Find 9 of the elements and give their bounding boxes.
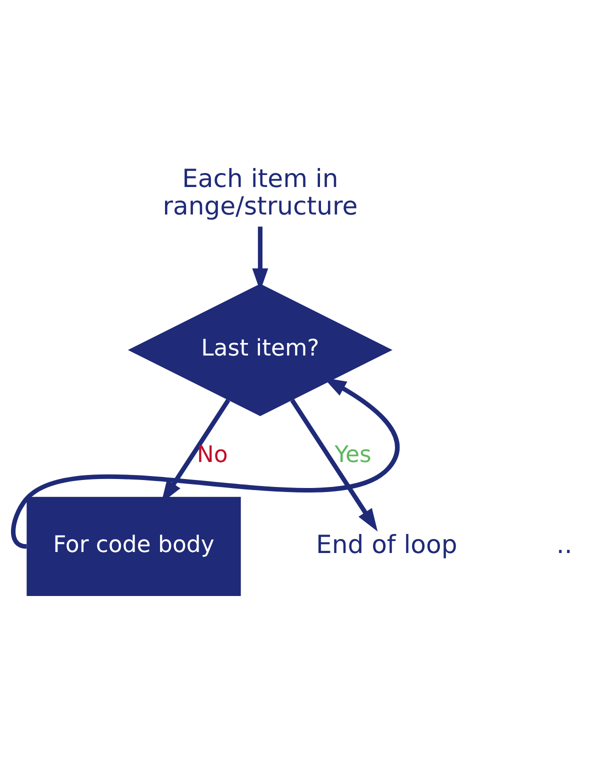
node-text: Each item in range/structure: [162, 164, 358, 220]
edge-label: Yes: [334, 442, 372, 468]
arrow: [11, 377, 400, 548]
node-text: End of loop: [316, 529, 458, 558]
arrow: [290, 398, 378, 531]
node-box: For code body: [26, 496, 241, 596]
label: ..: [556, 529, 572, 558]
edge-label: No: [196, 442, 228, 468]
node-diamond: Last item?: [128, 283, 392, 416]
